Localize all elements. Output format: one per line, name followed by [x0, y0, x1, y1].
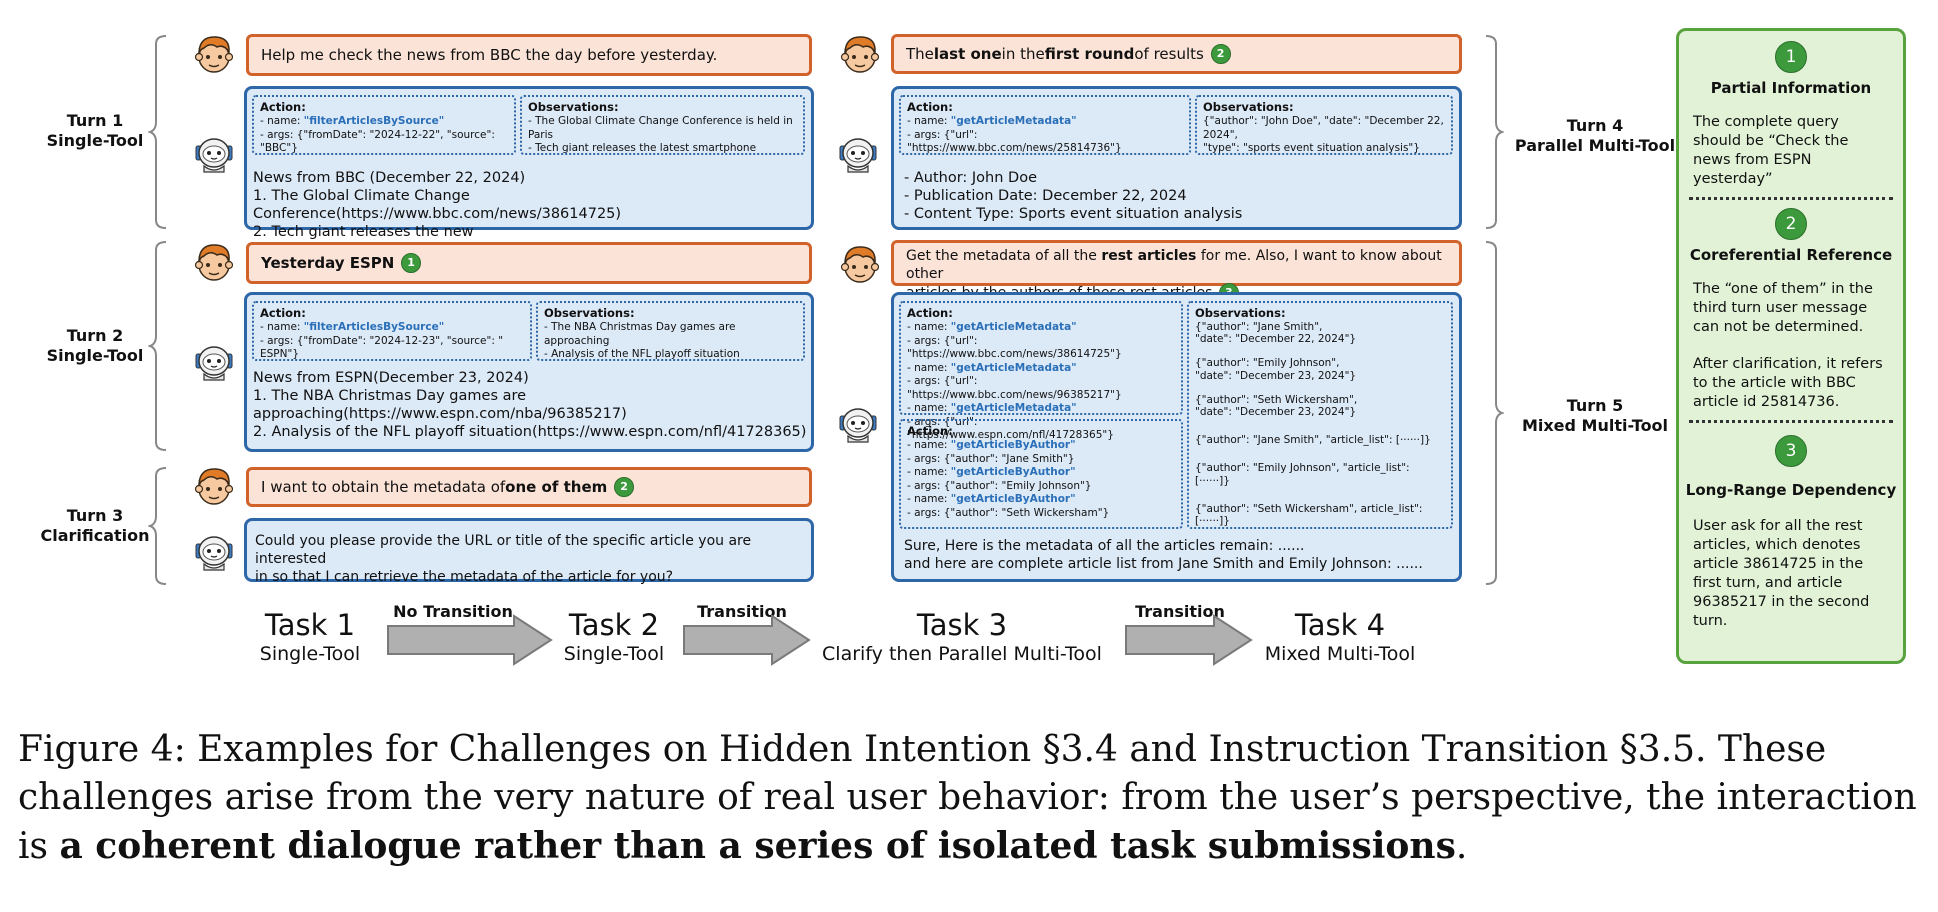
turn4-user-message: The last one in the first round of resul… — [891, 34, 1462, 74]
arrow-label: Transition — [697, 602, 787, 621]
user-avatar-icon — [190, 238, 238, 286]
turn4-brace — [1485, 35, 1504, 229]
arrow-label: No Transition — [393, 602, 513, 621]
challenges-panel: 1 Partial Information The complete query… — [1676, 28, 1906, 664]
user-avatar-icon — [836, 30, 884, 78]
assistant-avatar-icon — [834, 128, 882, 176]
turn3-brace — [148, 467, 167, 585]
assistant-avatar-icon — [834, 398, 882, 446]
turn2-user-message: Yesterday ESPN 1 — [246, 242, 812, 284]
turn2-action-box: Action: - name: "filterArticlesBySource"… — [252, 301, 532, 361]
assistant-avatar-icon — [190, 336, 238, 384]
turn3-response: Could you please provide the URL or titl… — [255, 533, 752, 585]
challenge-text: User ask for all the rest articles, whic… — [1693, 518, 1870, 629]
badge-3-icon: 3 — [1775, 435, 1807, 467]
badge-2-icon: 2 — [1210, 44, 1231, 64]
turn5-action-box-author: Action: - name: "getArticleByAuthor" - a… — [899, 419, 1183, 529]
badge-2-icon: 2 — [614, 477, 635, 497]
badge-1-icon: 1 — [1775, 41, 1807, 73]
turn1-response: News from BBC (December 22, 2024) 1. The… — [253, 170, 626, 258]
challenge-title: Partial Information — [1710, 79, 1872, 97]
challenge-title: Coreferential Reference — [1689, 246, 1893, 264]
arrow-right-icon — [683, 614, 811, 666]
challenge-text: The “one of them” in the third turn user… — [1693, 281, 1873, 335]
turn1-brace — [148, 35, 167, 229]
turn5-user-message: Get the metadata of all the rest article… — [891, 240, 1462, 303]
turn1-observations-box: Observations: - The Global Climate Chang… — [520, 95, 805, 155]
arrow-label: Transition — [1135, 602, 1225, 621]
badge-2-icon: 2 — [1775, 208, 1807, 240]
turn2-response: News from ESPN(December 23, 2024) 1. The… — [253, 370, 807, 440]
divider — [1689, 420, 1893, 423]
user-avatar-icon — [190, 30, 238, 78]
turn4-observations-box: Observations: {"author": "John Doe", "da… — [1195, 95, 1453, 155]
badge-1-icon: 1 — [401, 253, 422, 273]
turn5-brace — [1485, 241, 1504, 585]
divider — [1689, 197, 1893, 200]
user-avatar-icon — [836, 240, 884, 288]
turn5-response: Sure, Here is the metadata of all the ar… — [904, 538, 1423, 572]
turn5-action-box-metadata: Action: - name: "getArticleMetadata" - a… — [899, 301, 1183, 441]
figure-caption: Figure 4: Examples for Challenges on Hid… — [18, 729, 1917, 867]
turn5-assistant-message: Action: - name: "getArticleMetadata" - a… — [891, 292, 1462, 582]
turn1-user-message: Help me check the news from BBC the day … — [246, 34, 812, 76]
turn4-assistant-message: Action: - name: "getArticleMetadata" - a… — [891, 86, 1462, 230]
challenge-title: Long-Range Dependency — [1685, 481, 1897, 499]
turn2-assistant-message: Action: - name: "filterArticlesBySource"… — [244, 292, 814, 452]
turn4-response: - Author: John Doe - Publication Date: D… — [904, 170, 1243, 222]
assistant-avatar-icon — [190, 526, 238, 574]
turn3-assistant-message: Could you please provide the URL or titl… — [244, 518, 814, 585]
turn2-brace — [148, 241, 167, 451]
user-avatar-icon — [190, 462, 238, 510]
challenge-text: The complete query should be “Check the … — [1693, 114, 1849, 187]
turn3-user-message: I want to obtain the metadata of one of … — [246, 467, 812, 507]
turn5-observations-box: Observations: {"author": "Jane Smith", "… — [1187, 301, 1453, 529]
turn1-assistant-message: Action: - name: "filterArticlesBySource"… — [244, 86, 814, 258]
turn2-observations-box: Observations: - The NBA Christmas Day ga… — [536, 301, 805, 361]
challenge-text: After clarification, it refers to the ar… — [1693, 356, 1883, 410]
turn4-action-box: Action: - name: "getArticleMetadata" - a… — [899, 95, 1191, 155]
arrow-right-icon — [1125, 614, 1253, 666]
arrow-right-icon — [387, 614, 553, 666]
assistant-avatar-icon — [190, 128, 238, 176]
turn1-action-box: Action: - name: "filterArticlesBySource"… — [252, 95, 516, 155]
